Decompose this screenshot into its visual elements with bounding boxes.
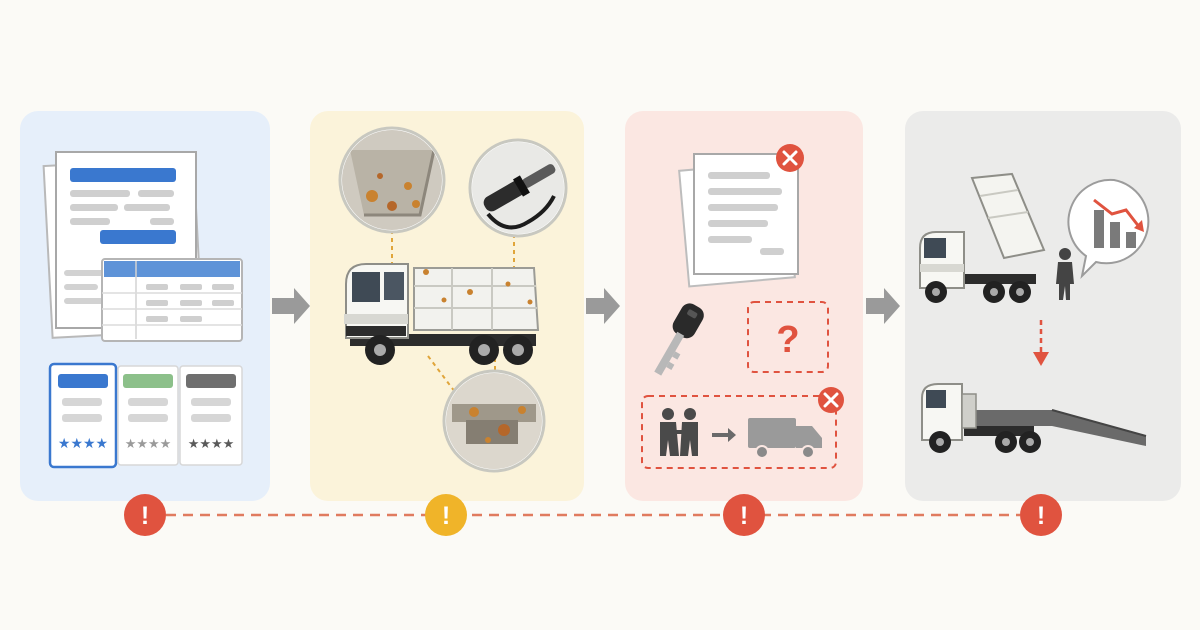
delivery-truck-icon [748, 418, 822, 459]
svg-text:★★★★: ★★★★ [58, 436, 108, 452]
value-drop-chart-icon [1067, 178, 1150, 280]
question-mark: ? [776, 319, 799, 361]
spreadsheet-icon [101, 258, 243, 342]
rejected-document-icon [678, 153, 799, 288]
alert-marker-documents: ! [723, 494, 765, 536]
truck-icon [343, 263, 539, 366]
flow-arrow-3 [866, 288, 900, 324]
alert-glyph: ! [141, 502, 149, 530]
alert-glyph: ! [1037, 502, 1045, 530]
panel-resale [905, 111, 1181, 501]
panel-documents: ? [625, 111, 863, 501]
panel-inspection [310, 111, 584, 501]
svg-text:★★★★: ★★★★ [188, 437, 235, 452]
alert-glyph: ! [740, 502, 748, 530]
tipping-dump-truck-icon [919, 172, 1046, 303]
hydraulic-cylinder-icon [468, 138, 568, 238]
alert-marker-research: ! [124, 494, 166, 536]
alert-marker-resale: ! [1020, 494, 1062, 536]
handshake-transfer-icon [641, 395, 837, 469]
rusted-bed-icon [338, 126, 446, 234]
unknown-history-icon: ? [747, 301, 829, 373]
transfer-rejected-x-icon [818, 387, 844, 413]
comparison-cards-icon: ★★★★ ★★★★ ★★★★ [48, 362, 243, 469]
panel-research: ★★★★ ★★★★ ★★★★ [20, 111, 270, 501]
rejected-x-icon [776, 144, 804, 172]
down-arrow-icon [1033, 320, 1049, 366]
tow-truck-icon [921, 383, 1147, 453]
warning-timeline: ! ! ! ! [124, 494, 1062, 536]
flow-arrow-1 [272, 288, 310, 324]
svg-text:★★★★: ★★★★ [125, 437, 172, 452]
alert-marker-inspection: ! [425, 494, 467, 536]
flow-arrow-2 [586, 288, 620, 324]
alert-glyph: ! [442, 502, 450, 530]
key-icon [654, 303, 704, 376]
buyer-figure-icon [1056, 248, 1074, 300]
rusted-chassis-icon [442, 369, 546, 473]
